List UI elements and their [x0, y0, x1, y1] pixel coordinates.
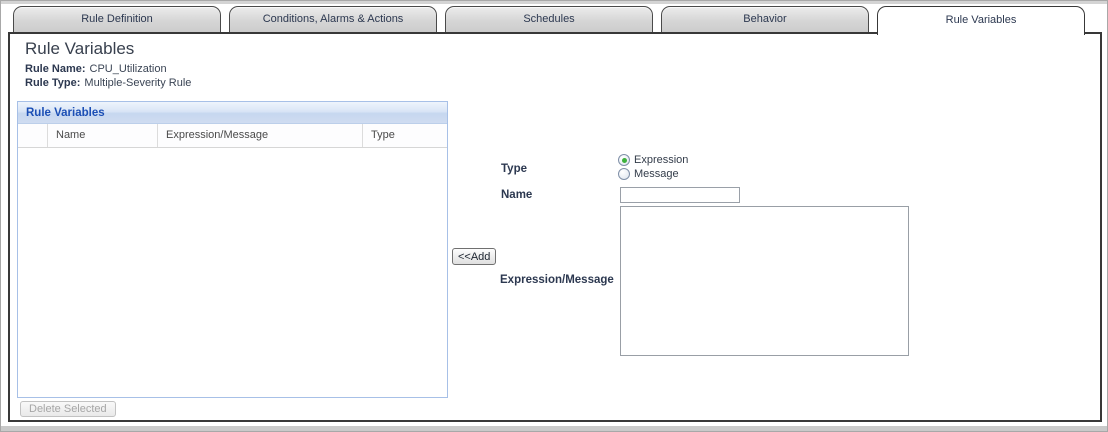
radio-message-label: Message: [634, 168, 679, 180]
name-input[interactable]: [620, 187, 740, 203]
tab-rule-variables[interactable]: Rule Variables: [877, 6, 1085, 35]
column-header-select: [18, 124, 48, 147]
rule-type-line: Rule Type:Multiple-Severity Rule: [25, 77, 191, 89]
rule-variables-table-title: Rule Variables: [18, 102, 447, 124]
rule-name-line: Rule Name:CPU_Utilization: [25, 63, 167, 75]
column-header-type[interactable]: Type: [371, 129, 395, 141]
type-radio-group: Expression Message: [618, 153, 688, 181]
tab-schedules[interactable]: Schedules: [445, 6, 653, 32]
type-field-label: Type: [501, 163, 527, 175]
column-header-name[interactable]: Name: [48, 124, 158, 147]
name-field-label: Name: [501, 189, 533, 201]
radio-option-message[interactable]: Message: [618, 167, 688, 181]
radio-expression-label: Expression: [634, 154, 689, 166]
rule-type-label: Rule Type:: [25, 77, 81, 89]
rule-variables-table: Rule Variables Name Expression/Message T…: [17, 101, 448, 398]
add-button[interactable]: <<Add: [452, 248, 497, 265]
rule-name-value: CPU_Utilization: [89, 63, 167, 75]
window-bottom-strip: [1, 426, 1107, 431]
rule-type-value: Multiple-Severity Rule: [84, 77, 192, 89]
rule-variables-page: Rule Variables Rule Name:CPU_Utilization…: [8, 32, 1102, 422]
rule-name-label: Rule Name:: [25, 63, 86, 75]
delete-selected-button[interactable]: Delete Selected: [20, 401, 116, 417]
column-header-expression-message[interactable]: Expression/Message: [158, 124, 363, 147]
window-top-strip: [1, 1, 1107, 4]
radio-message-icon[interactable]: [618, 168, 630, 180]
table-header-row: Name Expression/Message Type: [18, 124, 447, 148]
expression-message-field-label: Expression/Message: [500, 274, 614, 286]
tab-rule-definition[interactable]: Rule Definition: [13, 6, 221, 32]
tab-conditions-alarms-actions[interactable]: Conditions, Alarms & Actions: [229, 6, 437, 32]
radio-option-expression[interactable]: Expression: [618, 153, 688, 167]
page-title: Rule Variables: [25, 39, 135, 58]
radio-expression-icon[interactable]: [618, 154, 630, 166]
expression-message-textarea[interactable]: [620, 206, 909, 356]
table-body-empty[interactable]: [18, 148, 447, 397]
tab-behavior[interactable]: Behavior: [661, 6, 869, 32]
